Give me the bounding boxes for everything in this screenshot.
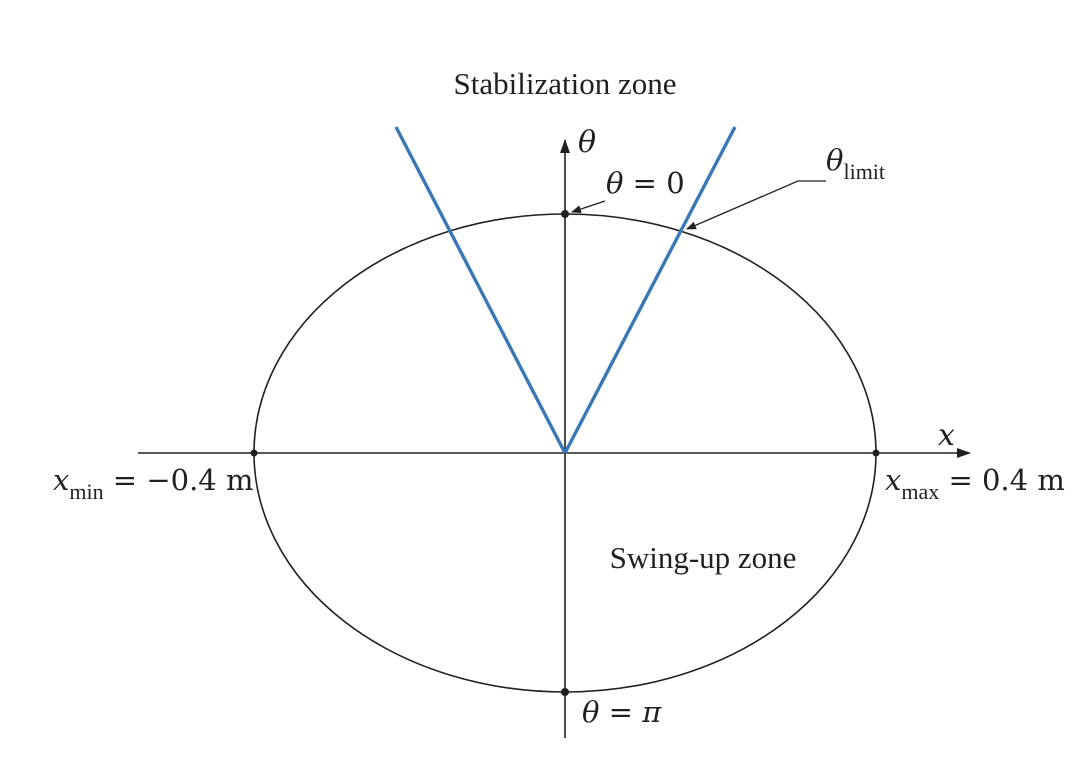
x-min-label: xmin = −0.4 m (53, 463, 253, 504)
point-theta-pi (561, 688, 569, 696)
stabilization-zone-label: Stabilization zone (454, 66, 677, 101)
theta-zero-leader (571, 200, 606, 213)
x-max-label: xmax = 0.4 m (885, 463, 1065, 504)
theta-axis-label: θ (578, 125, 596, 160)
theta-limit-line-left (394, 126, 567, 454)
theta-zero-label: θ = 0 (606, 166, 685, 200)
theta-limit-label: θlimit (826, 143, 885, 184)
x-axis-label: x (938, 418, 955, 453)
theta-limit-line-right (563, 126, 737, 454)
point-theta-zero (561, 210, 569, 218)
swing-up-zone-label: Swing-up zone (610, 540, 797, 575)
theta-limit-leader (686, 180, 826, 230)
theta-pi-label: θ = π (582, 695, 662, 729)
point-x-max (872, 449, 880, 457)
point-x-min (250, 449, 258, 457)
